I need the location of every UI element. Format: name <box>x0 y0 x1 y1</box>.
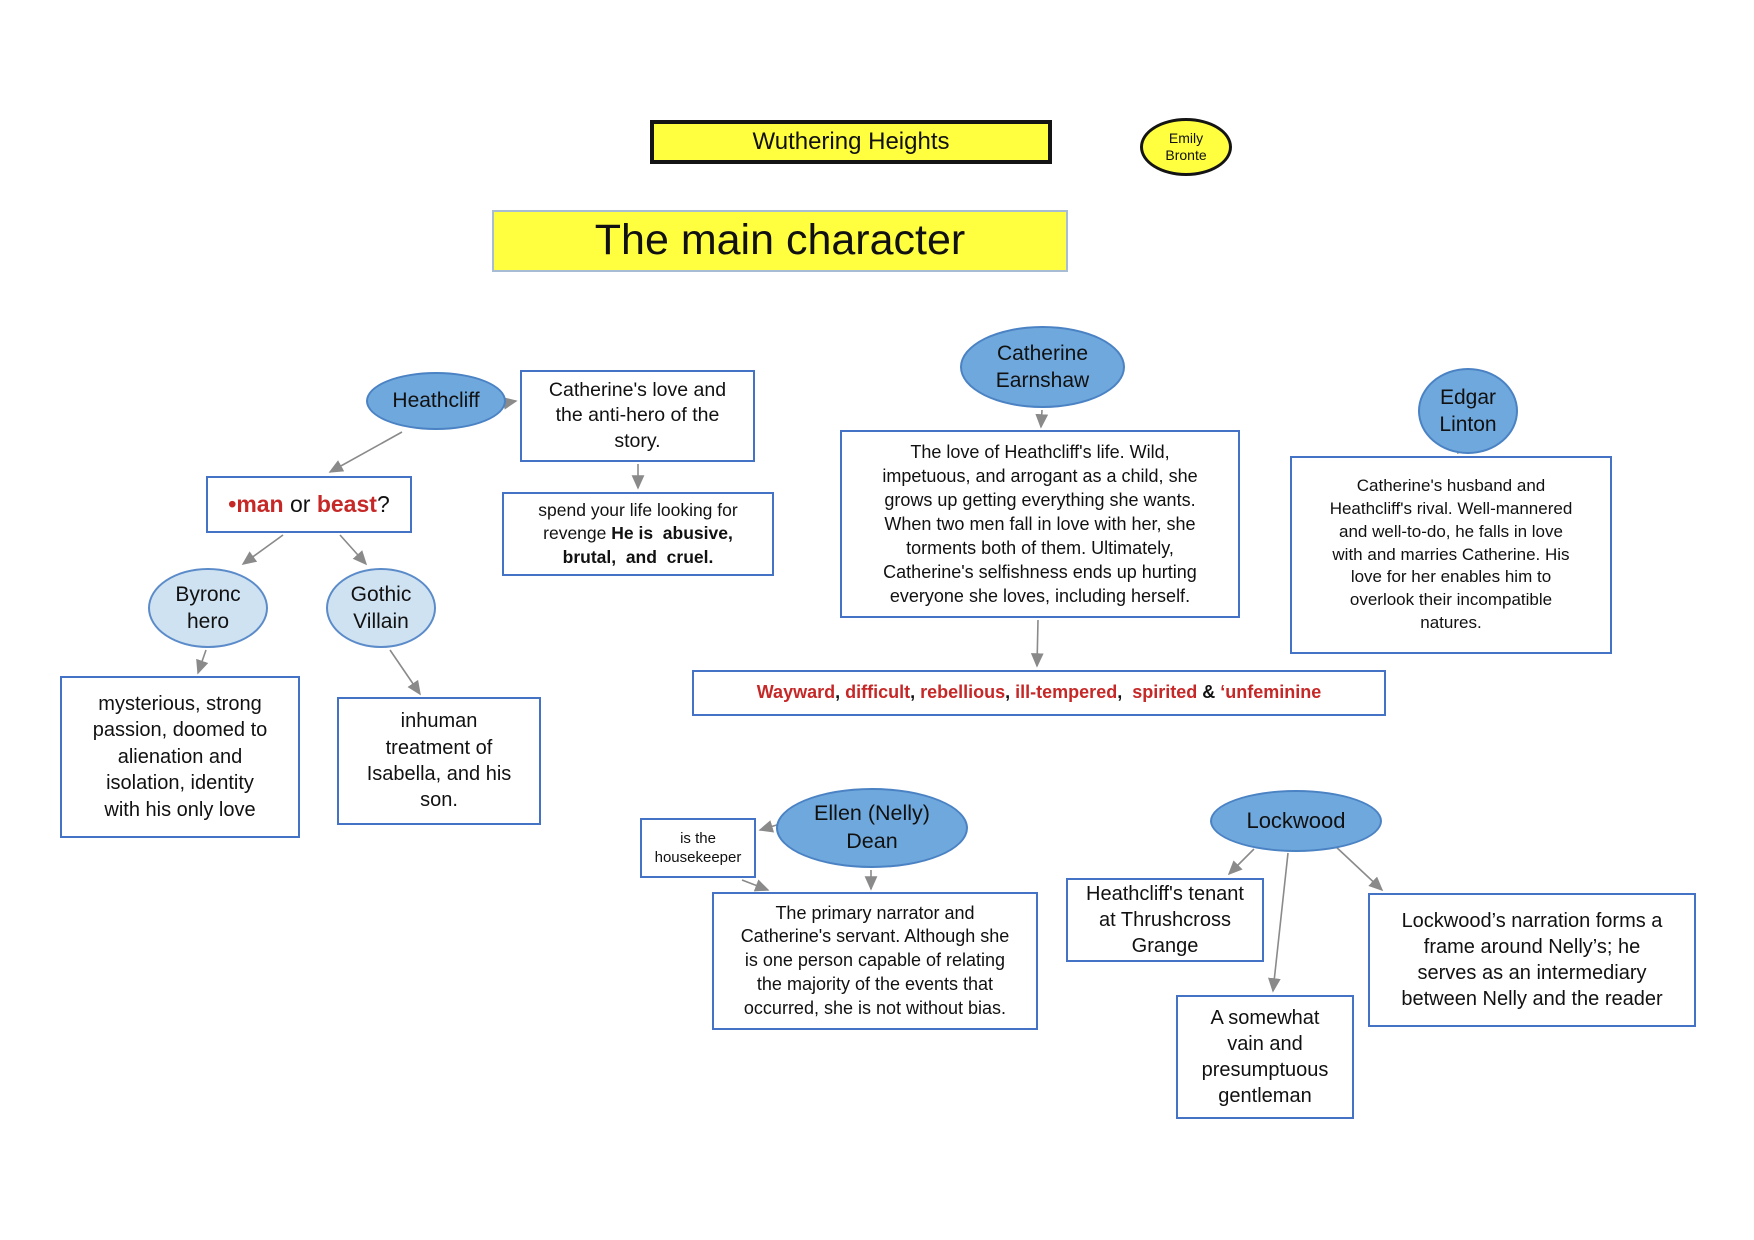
edgar-node: Edgar Linton <box>1418 368 1518 454</box>
gothic-villain-description-box: inhuman treatment of Isabella, and his s… <box>337 697 541 825</box>
heathcliff-node: Heathcliff <box>366 372 506 430</box>
book-title-box: Wuthering Heights <box>650 120 1052 164</box>
arrow-lockwood-to-narration <box>1333 844 1384 892</box>
rich-text: spend your life looking for revenge He i… <box>538 499 743 567</box>
author-ellipse: Emily Bronte <box>1140 118 1232 176</box>
arrow-lockwood-to-tenant <box>1227 848 1255 876</box>
arrow-catherine-to-traits <box>1030 619 1044 668</box>
heathcliff-revenge-box: spend your life looking for revenge He i… <box>502 492 774 576</box>
arrow-byronic-to-description <box>196 649 209 675</box>
nelly-description-box: The primary narrator and Catherine's ser… <box>712 892 1038 1030</box>
lockwood-vain-box: A somewhat vain and presumptuous gentlem… <box>1176 995 1354 1119</box>
byronic-hero-node: Byronc hero <box>148 568 268 648</box>
arrow-housekeeper-to-narrator <box>741 879 770 892</box>
byronic-hero-description-box: mysterious, strong passion, doomed to al… <box>60 676 300 838</box>
edgar-description-box: Catherine's husband and Heathcliff's riv… <box>1290 456 1612 654</box>
catherine-description-box: The love of Heathcliff's life. Wild, imp… <box>840 430 1240 618</box>
man-or-beast-box: •man or beast? <box>206 476 412 533</box>
catherine-traits-box: Wayward, difficult, rebellious, ill-temp… <box>692 670 1386 716</box>
nelly-node: Ellen (Nelly) Dean <box>776 788 968 868</box>
arrow-man-or-beast-to-byronic <box>241 534 284 565</box>
rich-text: •man or beast? <box>228 490 390 517</box>
lockwood-narration-box: Lockwood’s narration forms a frame aroun… <box>1368 893 1696 1027</box>
page-title-box: The main character <box>492 210 1068 272</box>
nelly-housekeeper-box: is the housekeeper <box>640 818 756 878</box>
arrow-gothic-to-description <box>389 649 421 696</box>
arrow-lockwood-to-vain <box>1268 852 1289 993</box>
rich-text: Wayward, difficult, rebellious, ill-temp… <box>756 682 1322 703</box>
arrow-heathcliff-to-man-or-beast <box>328 431 403 473</box>
lockwood-node: Lockwood <box>1210 790 1382 852</box>
lockwood-tenant-box: Heathcliff's tenant at Thrushcross Grang… <box>1066 878 1264 962</box>
catherine-node: Catherine Earnshaw <box>960 326 1125 408</box>
arrow-catherine-to-description <box>1035 409 1049 429</box>
heathcliff-description-box: Catherine's love and the anti-hero of th… <box>520 370 755 462</box>
arrow-man-or-beast-to-gothic <box>339 534 368 566</box>
gothic-villain-node: Gothic Villain <box>326 568 436 648</box>
